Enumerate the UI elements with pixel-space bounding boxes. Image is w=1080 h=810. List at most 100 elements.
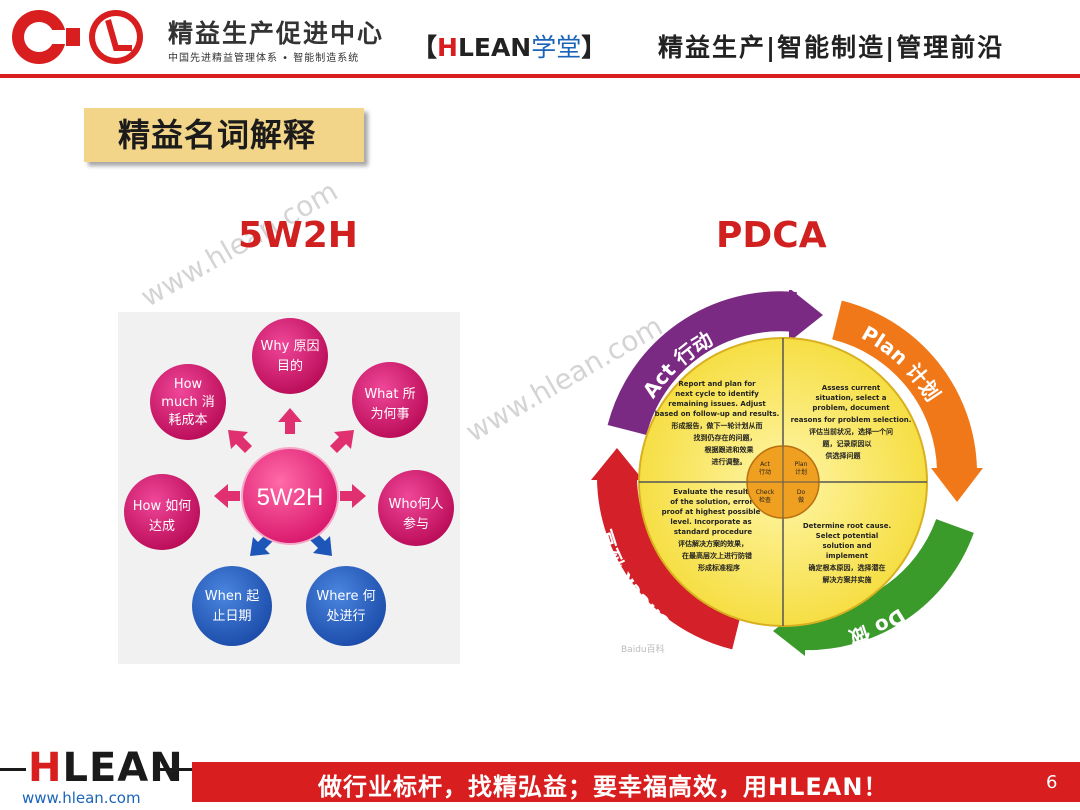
bubble-what: What 所 为何事 (352, 362, 428, 438)
svg-text:题，记录原因以: 题，记录原因以 (822, 439, 872, 448)
bubble-zh-line2: 耗成本 (168, 413, 207, 428)
center-check-zh: 检查 (759, 496, 771, 504)
logo-icon (12, 10, 143, 64)
svg-text:based on follow-up and results: based on follow-up and results. (655, 410, 780, 418)
center-do: Do (797, 489, 806, 496)
footer-logo-line-left (0, 768, 26, 771)
center-plan: Plan (795, 461, 808, 468)
header: 精益生产促进中心 中国先进精益管理体系 • 智能制造系统 【HLEAN学堂】 精… (0, 0, 1080, 78)
svg-text:What 所: What 所 (364, 387, 415, 402)
svg-text:进行调整。: 进行调整。 (712, 457, 747, 466)
bubble-en: Why (261, 339, 290, 354)
footer-slogan: 做行业标杆，找精弘益；要幸福高效，用HLEAN！ (318, 773, 889, 801)
page-number: 6 (1046, 772, 1058, 793)
arc-act-arrow (607, 290, 823, 436)
pdca-credit: Baidu百科 (621, 643, 665, 655)
bubble-en: What (364, 387, 398, 402)
bubble-zh: 何 (363, 588, 376, 604)
bubble-zh: 何人 (418, 496, 444, 512)
svg-text:Report and plan for: Report and plan for (678, 380, 756, 388)
svg-text:Evaluate the results: Evaluate the results (673, 488, 752, 496)
svg-text:How 如何: How 如何 (133, 498, 192, 514)
arc-check-arrow (591, 448, 743, 650)
center-do-zh: 做 (798, 496, 804, 504)
bubble-who: Who何人 参与 (378, 470, 454, 546)
w5h2-center-node: 5W2H (241, 447, 339, 545)
brand-xuetang: 学堂 (531, 33, 582, 62)
bubble-zh-line2: 止日期 (212, 609, 251, 624)
arrow-upright-icon (330, 430, 354, 453)
bubble-how-much: How much 消 耗成本 (150, 364, 226, 440)
w5h2-center-label: 5W2H (257, 484, 324, 511)
center-check: Check (756, 489, 775, 496)
bubble-how: How 如何 达成 (124, 474, 200, 550)
section-tag: 精益名词解释 (84, 108, 364, 162)
brand-title: 【HLEAN学堂】 (412, 28, 606, 64)
svg-text:When 起: When 起 (205, 589, 260, 604)
org-subtitle: 中国先进精益管理体系 • 智能制造系统 (168, 53, 360, 64)
arrow-up-icon (278, 408, 302, 434)
svg-text:implement: implement (826, 552, 869, 560)
bubble-en: Where (316, 589, 358, 604)
svg-text:Where 何: Where 何 (316, 588, 375, 604)
brand-bracket-open: 【 (412, 33, 438, 62)
pdca-diagram: Act 行动 Plan 计划 Do 做 Check 检查 Report and … (591, 290, 983, 656)
quadrant-check-text: Evaluate the results of the solution, er… (662, 488, 761, 572)
footer-logo-h: H (28, 745, 63, 791)
svg-text:reasons for problem selection.: reasons for problem selection. (791, 416, 912, 424)
bubble-zh: 如何 (165, 498, 191, 514)
svg-text:根据跟进和效果: 根据跟进和效果 (705, 445, 754, 454)
pdca-heading: PDCA (716, 215, 827, 256)
brand-h: H (437, 33, 458, 62)
bubble-zh-line2: 目的 (277, 358, 303, 374)
svg-text:of the solution, error-: of the solution, error- (670, 498, 756, 506)
bubble-en: How (133, 499, 162, 514)
svg-text:Assess current: Assess current (822, 384, 881, 392)
footer-logo-line-right (158, 768, 194, 771)
quadrant-plan-text: Assess current situation, select a probl… (791, 384, 912, 460)
arrow-left-icon (214, 484, 240, 508)
bubble-zh-line2: 处进行 (326, 609, 365, 624)
svg-text:standard procedure: standard procedure (674, 528, 752, 536)
svg-text:next cycle to identify: next cycle to identify (675, 390, 759, 398)
svg-text:找到仍存在的问题，: 找到仍存在的问题， (694, 433, 757, 442)
svg-text:Why 原因: Why 原因 (261, 339, 320, 354)
footer-url[interactable]: www.hlean.com (22, 789, 141, 807)
center-act: Act (760, 461, 770, 468)
bubble-zh: much 消 (161, 395, 214, 410)
svg-text:situation, select a: situation, select a (816, 394, 887, 402)
quadrant-act-text: Report and plan for next cycle to identi… (655, 380, 780, 466)
svg-text:供选择问题: 供选择问题 (825, 451, 862, 460)
svg-text:形成标准程序: 形成标准程序 (698, 563, 740, 572)
center-act-zh: 行动 (759, 468, 771, 476)
svg-text:确定根本原因，选择潜在: 确定根本原因，选择潜在 (809, 563, 886, 572)
svg-text:level. Incorporate as: level. Incorporate as (670, 518, 751, 526)
bubble-zh-line2: 达成 (149, 519, 175, 534)
arrow-upleft-icon (228, 430, 252, 453)
svg-text:Determine root cause.: Determine root cause. (803, 522, 891, 530)
svg-text:形成报告，做下一轮计划从而: 形成报告，做下一轮计划从而 (672, 421, 763, 430)
bubble-zh-line2: 为何事 (370, 406, 409, 422)
bubble-why: Why 原因 目的 (252, 318, 328, 394)
footer-logo: HLEAN (28, 745, 184, 791)
svg-text:solution and: solution and (822, 542, 871, 550)
svg-text:在最高层次上进行防错: 在最高层次上进行防错 (682, 551, 752, 560)
brand-bracket-close: 】 (581, 33, 607, 62)
footer-logo-lean: LEAN (62, 745, 184, 791)
header-slogan: 精益生产|智能制造|管理前沿 (658, 33, 1005, 62)
bubble-en: How (174, 377, 203, 392)
bubble-zh: 起 (246, 589, 259, 604)
svg-text:Select potential: Select potential (816, 532, 879, 540)
bubble-when: When 起 止日期 (192, 566, 272, 646)
svg-text:problem, document: problem, document (812, 404, 890, 412)
bubble-en: Who (388, 497, 417, 512)
pdca-center-labels: Act 行动 Plan 计划 Check 检查 Do 做 (756, 461, 808, 504)
footer-bar (192, 762, 1080, 802)
w5h2-heading: 5W2H (238, 215, 358, 256)
svg-text:remaining issues. Adjust: remaining issues. Adjust (668, 400, 766, 408)
bubble-en: When (205, 589, 242, 604)
arrow-right-icon (340, 484, 366, 508)
bubble-where: Where 何 处进行 (306, 566, 386, 646)
org-title: 精益生产促进中心 (168, 19, 385, 48)
svg-text:proof at highest possible: proof at highest possible (662, 508, 761, 516)
